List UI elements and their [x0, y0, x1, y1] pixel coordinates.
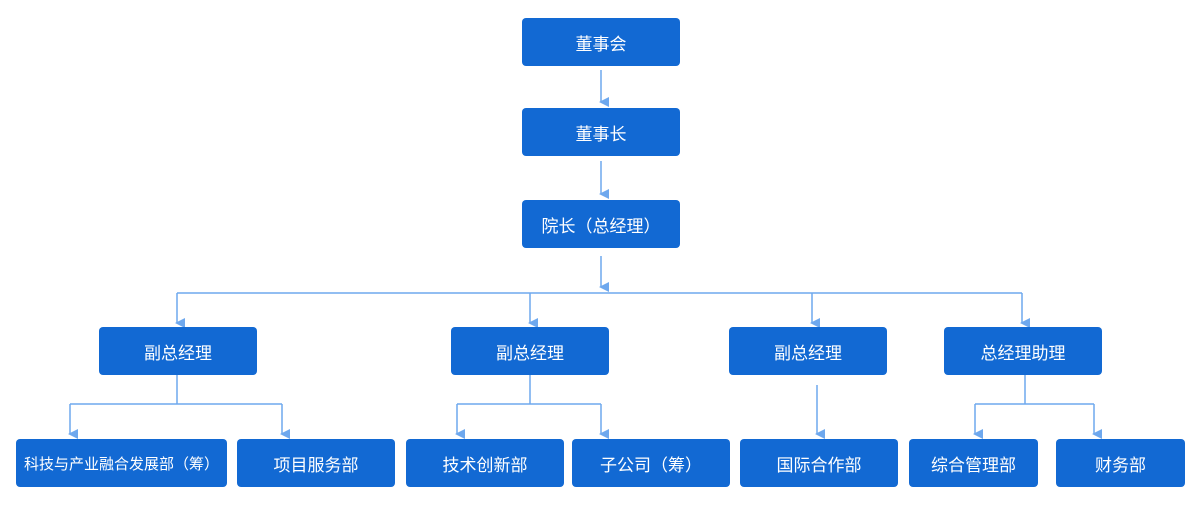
node-dept-international: 国际合作部: [740, 439, 898, 487]
node-dept-project-service-label: 项目服务部: [273, 455, 359, 476]
node-board-label: 董事会: [575, 34, 627, 55]
node-dept-finance: 财务部: [1056, 439, 1185, 487]
node-dept-tech-innovation: 技术创新部: [406, 439, 564, 487]
node-dept-finance-label: 财务部: [1095, 455, 1146, 476]
node-chairman-label: 董事长: [575, 124, 627, 145]
node-dept-tech-industry-label: 科技与产业融合发展部（筹）: [23, 454, 219, 473]
node-dept-subsidiary-label: 子公司（筹）: [600, 455, 702, 476]
node-president: 院长（总经理）: [522, 200, 680, 248]
node-vice-president-3-label: 副总经理: [774, 343, 842, 364]
node-dept-subsidiary: 子公司（筹）: [572, 439, 730, 487]
node-chairman: 董事长: [522, 108, 680, 156]
node-vice-president-2: 副总经理: [451, 327, 609, 375]
node-vice-president-1-label: 副总经理: [144, 343, 212, 364]
node-president-label: 院长（总经理）: [541, 216, 661, 237]
node-gm-assistant: 总经理助理: [944, 327, 1102, 375]
node-dept-tech-industry: 科技与产业融合发展部（筹）: [16, 439, 227, 487]
node-dept-international-label: 国际合作部: [776, 455, 862, 476]
node-dept-tech-innovation-label: 技术创新部: [442, 455, 528, 476]
node-gm-assistant-label: 总经理助理: [980, 343, 1066, 364]
node-dept-project-service: 项目服务部: [237, 439, 395, 487]
node-vice-president-3: 副总经理: [729, 327, 887, 375]
node-vice-president-2-label: 副总经理: [496, 343, 564, 364]
node-vice-president-1: 副总经理: [99, 327, 257, 375]
node-dept-general-admin-label: 综合管理部: [931, 455, 1016, 476]
node-dept-general-admin: 综合管理部: [909, 439, 1038, 487]
node-board: 董事会: [522, 18, 680, 66]
